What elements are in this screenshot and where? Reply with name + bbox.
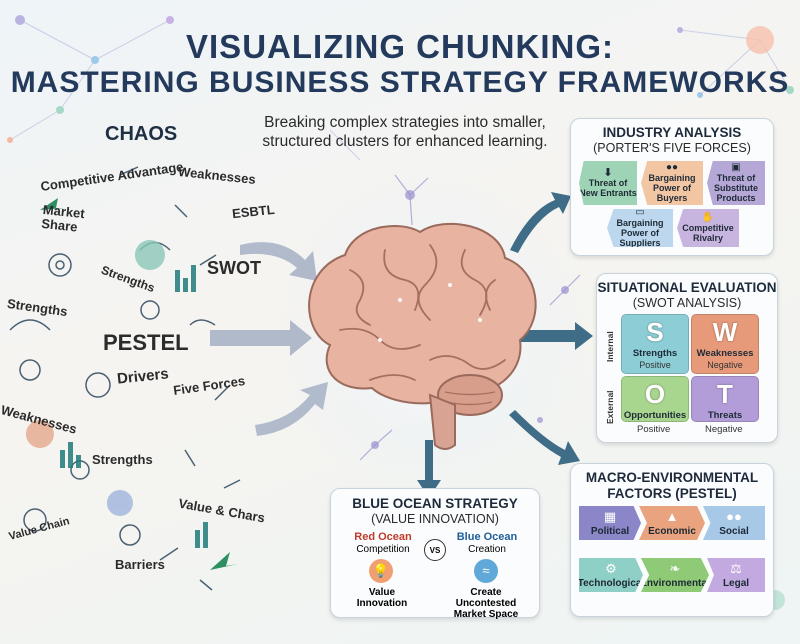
arrow-in-2 xyxy=(210,320,312,356)
pestel-environmental: ❧ Environmental xyxy=(641,558,709,592)
value-innovation-label: Value Innovation xyxy=(356,587,408,609)
truck-icon: ▭ xyxy=(635,207,645,218)
swot-o-letter: O xyxy=(644,379,666,409)
porter-bargaining-suppliers-label: Bargaining Power of Suppliers xyxy=(616,218,664,248)
swot-strengths-sub: Positive xyxy=(639,360,671,370)
brain-icon xyxy=(308,222,537,450)
pestel-card: MACRO-ENVIRONMENTAL FACTORS (PESTEL) ▦ P… xyxy=(570,463,774,617)
create-market-space-label: Create Uncontested Market Space xyxy=(453,587,519,620)
porter-threat-substitutes: ▣ Threat of Substitute Products xyxy=(707,161,765,205)
swot-external-label: External xyxy=(605,390,615,424)
porter-bargaining-buyers: ●● Bargaining Power of Buyers xyxy=(641,161,703,205)
pestel-technological-label: Technological xyxy=(577,578,645,589)
porter-competitive-rivalry: ✋ Competitive Rivalry xyxy=(677,209,739,247)
arrow-in-1 xyxy=(240,242,317,281)
red-ocean-sub: Competition xyxy=(356,544,410,555)
chaos-doodles xyxy=(9,166,241,591)
arrow-out-pestel xyxy=(509,410,580,465)
porter-bargaining-suppliers: ▭ Bargaining Power of Suppliers xyxy=(607,209,673,247)
swot-subtitle: (SWOT ANALYSIS) xyxy=(632,296,742,310)
pestel-social: ●● Social xyxy=(703,506,765,540)
swot-bottom-negative: Negative xyxy=(705,424,743,435)
leaf-icon: ❧ xyxy=(669,561,681,576)
swot-w-letter: W xyxy=(712,317,738,347)
handshake-icon: ✋ xyxy=(701,212,715,223)
industry-analysis-subtitle: (PORTER'S FIVE FORCES) xyxy=(593,141,751,155)
industry-analysis-title: INDUSTRY ANALYSIS xyxy=(602,125,742,140)
gear-icon: ⚙ xyxy=(605,561,617,576)
porter-threat-new-entrants: ⬇ Threat of New Entrants xyxy=(579,161,637,205)
subtitle-line2: structured clusters for enhanced learnin… xyxy=(262,133,548,150)
scales-icon: ⚖ xyxy=(730,561,742,576)
swot-card: SITUATIONAL EVALUATION (SWOT ANALYSIS) I… xyxy=(596,273,778,443)
wave-icon: ≈ xyxy=(474,559,498,583)
pestel-environmental-label: Environmental xyxy=(640,578,710,589)
subtitle: Breaking complex strategies into smaller… xyxy=(250,113,560,151)
red-ocean-title: Red Ocean xyxy=(354,531,412,543)
porter-bargaining-buyers-label: Bargaining Power of Buyers xyxy=(648,173,696,203)
swot-opportunities-label: Opportunities xyxy=(623,410,687,421)
swot-s-letter: S xyxy=(646,317,664,347)
swot-weaknesses-label: Weaknesses xyxy=(696,348,754,359)
people-icon: ●● xyxy=(726,509,742,524)
building-icon: ▦ xyxy=(603,509,617,524)
swot-internal-label: Internal xyxy=(605,331,615,362)
chaos-title: CHAOS xyxy=(105,123,178,145)
chaos-word-swot: SWOT xyxy=(207,258,261,278)
industry-analysis-card: INDUSTRY ANALYSIS (PORTER'S FIVE FORCES)… xyxy=(570,118,774,256)
swot-weaknesses: W Weaknesses Negative xyxy=(691,314,759,374)
pestel-title-line1: MACRO-ENVIRONMENTAL xyxy=(585,470,759,485)
blue-ocean-card: BLUE OCEAN STRATEGY (VALUE INNOVATION) R… xyxy=(330,488,540,620)
chart-icon: ▲ xyxy=(665,509,679,524)
pestel-political-label: Political xyxy=(590,526,630,537)
pestel-social-label: Social xyxy=(719,526,749,537)
pestel-economic-label: Economic xyxy=(648,526,696,537)
people-icon: ●● xyxy=(665,162,679,173)
arrow-in-3 xyxy=(255,382,328,436)
chaos-word-barriers: Barriers xyxy=(115,557,165,572)
swot-weaknesses-sub: Negative xyxy=(707,360,743,370)
blue-ocean-subtitle: (VALUE INNOVATION) xyxy=(371,512,499,526)
blue-ocean-label: Blue Ocean xyxy=(456,531,518,543)
pestel-legal-label: Legal xyxy=(722,578,750,589)
chaos-word-strengths-3: Strengths xyxy=(92,452,153,467)
box-icon: ▣ xyxy=(731,162,741,173)
arrow-out-industry xyxy=(510,192,571,253)
pestel-title-line2: FACTORS (PESTEL) xyxy=(607,486,737,501)
swot-strengths: S Strengths Positive xyxy=(621,314,689,374)
vs-badge: VS xyxy=(424,539,446,561)
swot-threats: T Threats xyxy=(691,376,759,422)
swot-threats-label: Threats xyxy=(707,410,743,421)
swot-strengths-label: Strengths xyxy=(632,348,678,359)
blue-ocean-sub: Creation xyxy=(468,544,506,555)
porter-threat-new-entrants-label: Threat of New Entrants xyxy=(579,178,637,198)
arrow-out-swot xyxy=(520,322,593,350)
pestel-political: ▦ Political xyxy=(579,506,641,540)
chaos-word-pestel: PESTEL xyxy=(103,330,189,355)
pestel-economic: ▲ Economic xyxy=(639,506,705,540)
download-icon: ⬇ xyxy=(603,167,613,179)
subtitle-line1: Breaking complex strategies into smaller… xyxy=(264,114,546,131)
swot-opportunities: O Opportunities xyxy=(621,376,689,422)
porter-threat-substitutes-label: Threat of Substitute Products xyxy=(714,173,758,203)
swot-bottom-positive: Positive xyxy=(637,424,671,435)
lightbulb-icon: 💡 xyxy=(369,559,393,583)
main-title-line2: MASTERING BUSINESS STRATEGY FRAMEWORKS xyxy=(10,66,790,99)
swot-t-letter: T xyxy=(717,379,733,409)
porter-competitive-rivalry-label: Competitive Rivalry xyxy=(682,223,734,243)
pestel-legal: ⚖ Legal xyxy=(707,558,765,592)
pestel-technological: ⚙ Technological xyxy=(579,558,643,592)
main-title-line1: VISUALIZING CHUNKING: xyxy=(186,28,614,65)
arrow-out-blue-ocean xyxy=(417,440,441,498)
swot-title: SITUATIONAL EVALUATION xyxy=(597,280,777,295)
blue-ocean-title: BLUE OCEAN STRATEGY xyxy=(352,496,518,511)
